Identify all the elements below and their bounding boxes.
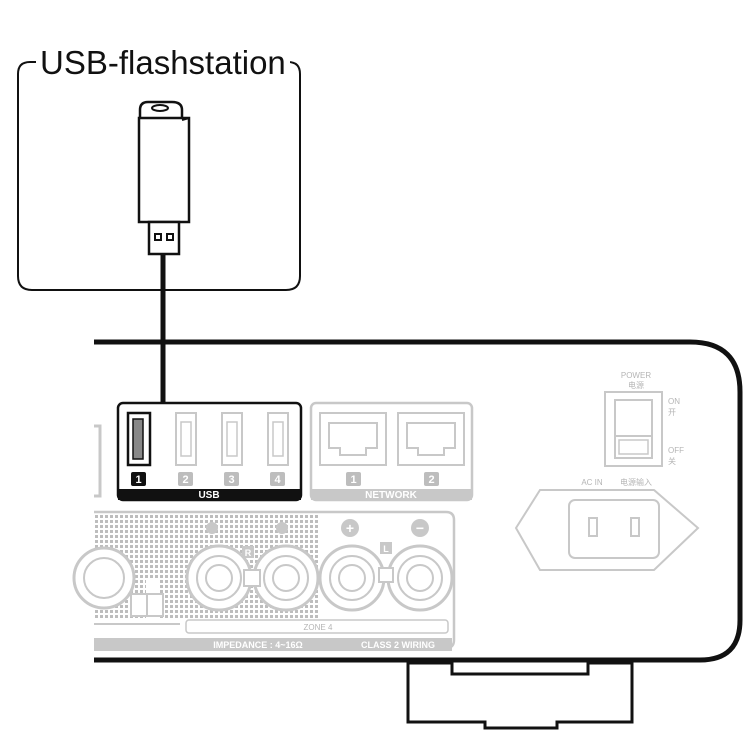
zone-label: ZONE 4: [304, 623, 333, 632]
usb-port-1-num-box: [131, 472, 146, 486]
speaker-info-bar: [94, 638, 452, 651]
usb-port-3-number: 3: [228, 474, 234, 486]
speaker-r-label: R: [245, 548, 252, 558]
network-port-2-num-box: [424, 472, 439, 486]
usb-port-2-number: 2: [182, 474, 188, 486]
left-panel-edge: [94, 424, 102, 498]
usb-label-bar: [118, 489, 301, 500]
power-label: POWER: [621, 371, 651, 380]
speaker-l-label: L: [383, 544, 389, 554]
zone-label-box: [185, 619, 449, 634]
usb-port-2: [175, 412, 197, 466]
callout-bubble: [17, 61, 301, 291]
network-port-1-num-box: [346, 472, 361, 486]
speaker-terminal-l-minus: [386, 519, 454, 612]
speaker-l-badge: [380, 542, 392, 554]
network-port-1-number: 1: [350, 474, 356, 486]
chassis-foot: [406, 661, 634, 730]
speaker-minus-sign: −: [416, 520, 424, 536]
ac-socket: [568, 499, 660, 559]
usb-port-4-number: 4: [274, 474, 281, 486]
power-off-label-cn: 关: [668, 456, 676, 466]
network-label-bar: [311, 489, 472, 500]
receiver-chassis: [94, 339, 743, 663]
speaker-terminal-r-minus: [252, 522, 320, 612]
speaker-plus-sign: +: [346, 520, 354, 536]
callout-title: USB-flashstation: [36, 44, 290, 82]
ac-in-label-cn: 电源输入: [620, 477, 652, 487]
power-off-label: OFF: [668, 446, 684, 455]
usb-section-label: USB: [198, 490, 219, 501]
network-port-2: [397, 412, 465, 466]
usb-port-1-number: 1: [135, 474, 141, 486]
usb-port-1: [126, 411, 152, 467]
usb-port-2-num-box: [178, 472, 193, 486]
usb-flash-drive-icon: [137, 100, 191, 256]
speaker-terminal-left-partial: [72, 546, 136, 610]
usb-port-3-num-box: [224, 472, 239, 486]
class2-label: CLASS 2 WIRING: [361, 640, 435, 650]
network-section-label: NETWORK: [365, 490, 417, 501]
power-on-label: ON: [668, 397, 680, 406]
speaker-terminal-l-plus: [318, 519, 386, 612]
network-port-2-number: 2: [428, 474, 434, 486]
usb-port-4: [267, 412, 289, 466]
impedance-label: IMPEDANCE : 4~16Ω: [213, 640, 303, 650]
ac-in-label: AC IN: [581, 478, 603, 487]
power-label-cn: 电源: [628, 380, 644, 390]
network-port-1: [319, 412, 387, 466]
usb-port-4-num-box: [270, 472, 285, 486]
speaker-terminal-r-plus: [185, 522, 253, 612]
speaker-r-badge: [242, 546, 254, 558]
usb-port-3: [221, 412, 243, 466]
power-on-label-cn: 开: [668, 408, 676, 417]
